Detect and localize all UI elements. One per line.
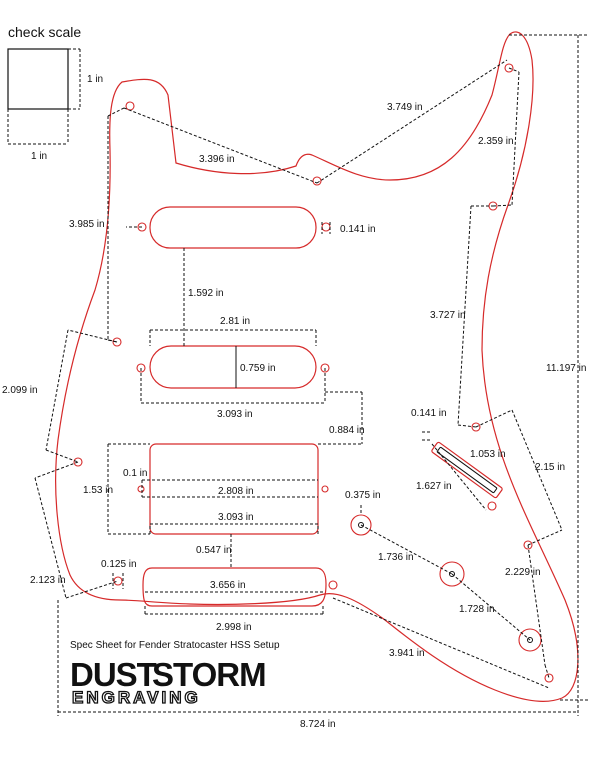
dimension-line — [65, 580, 119, 599]
dimension-line — [45, 329, 69, 451]
dim-label: 3.656 in — [210, 580, 246, 591]
dim-label: 1.728 in — [459, 604, 495, 615]
dimension-line — [67, 329, 118, 343]
dimension-line — [457, 205, 472, 426]
pickguard-outline — [55, 31, 579, 702]
logo-line-2: ENGRAVING — [72, 688, 201, 707]
dim-label: 11.197 in — [546, 363, 586, 374]
switch-slot — [431, 441, 503, 499]
dim-label: 0.125 in — [101, 559, 137, 570]
dim-label: 1.627 in — [416, 481, 452, 492]
dimension-line — [431, 443, 487, 511]
dim-label: 3.749 in — [387, 102, 423, 113]
bottom-cutout — [142, 567, 327, 607]
dimension-line — [475, 409, 513, 428]
dim-label: 8.724 in — [300, 719, 336, 730]
dim-label: 0.547 in — [196, 545, 232, 556]
screw-hole — [125, 101, 135, 111]
dimension-line — [457, 424, 477, 428]
neck-pickup-cutout — [149, 206, 317, 249]
dim-label: 2.359 in — [478, 136, 514, 147]
dimension-line — [544, 664, 550, 679]
dim-label: 3.985 in — [69, 219, 105, 230]
dust-storm-logo: DUST STORM ENGRAVING — [70, 656, 267, 708]
screw-hole — [312, 176, 322, 186]
dimension-line — [332, 597, 550, 689]
screw-hole — [487, 501, 497, 511]
dimension-line — [451, 573, 531, 641]
dim-label: 3.093 in — [218, 512, 254, 523]
dimension-line — [360, 524, 453, 575]
tone-knob-center — [449, 571, 455, 577]
dimension-line — [316, 59, 508, 184]
dimension-line — [492, 204, 513, 207]
dim-label: 0.375 in — [345, 490, 381, 501]
middle-pickup-cutout — [149, 345, 317, 389]
dim-label: 2.15 in — [535, 462, 565, 473]
dimension-line — [34, 477, 67, 599]
dim-label: 3.093 in — [217, 409, 253, 420]
dimension-line — [107, 107, 125, 117]
dim-label: 1.053 in — [470, 449, 506, 460]
dim-label: 2.229 in — [505, 567, 541, 578]
dim-label: 0.141 in — [340, 224, 376, 235]
dimension-line — [45, 449, 79, 463]
dimension-line — [34, 461, 79, 479]
check-scale-title: check scale — [8, 24, 81, 40]
dim-label: 0.884 in — [329, 425, 365, 436]
dim-label: 1.592 in — [188, 288, 224, 299]
scale-square — [7, 48, 69, 110]
screw-hole — [321, 222, 331, 232]
screw-hole — [113, 576, 123, 586]
dim-label: 2.123 in — [30, 575, 66, 586]
spec-sheet-caption: Spec Sheet for Fender Stratocaster HSS S… — [70, 640, 280, 651]
dimension-line — [511, 71, 520, 206]
screw-hole — [328, 580, 338, 590]
dim-label: 0.141 in — [411, 408, 447, 419]
dimension-line — [527, 544, 546, 666]
dim-label: 1.53 in — [83, 485, 113, 496]
logo-line-1b: STORM — [152, 656, 266, 693]
dim-label: 2.998 in — [216, 622, 252, 633]
screw-hole — [544, 673, 554, 683]
dim-label: 3.727 in — [430, 310, 466, 321]
dim-label: 2.81 in — [220, 316, 250, 327]
screw-hole — [321, 485, 329, 493]
dim-label: 1.736 in — [378, 552, 414, 563]
dimension-line — [508, 67, 520, 73]
dimension-line — [527, 529, 563, 546]
humbucker-cutout — [149, 443, 319, 535]
logo-line-1a: DUST — [70, 656, 157, 693]
scale-width-label: 1 in — [31, 151, 47, 162]
volume-knob-center — [358, 522, 364, 528]
dim-label: 3.396 in — [199, 154, 235, 165]
dimension-line — [511, 409, 563, 531]
dim-label: 2.099 in — [2, 385, 38, 396]
dim-label: 2.808 in — [218, 486, 254, 497]
dimension-line — [123, 107, 318, 184]
dim-label: 3.941 in — [389, 648, 425, 659]
tone-knob-2-center — [527, 637, 533, 643]
scale-height-label: 1 in — [87, 74, 103, 85]
dim-label: 0.759 in — [240, 363, 276, 374]
screw-hole — [137, 485, 145, 493]
dim-label: 0.1 in — [123, 468, 147, 479]
